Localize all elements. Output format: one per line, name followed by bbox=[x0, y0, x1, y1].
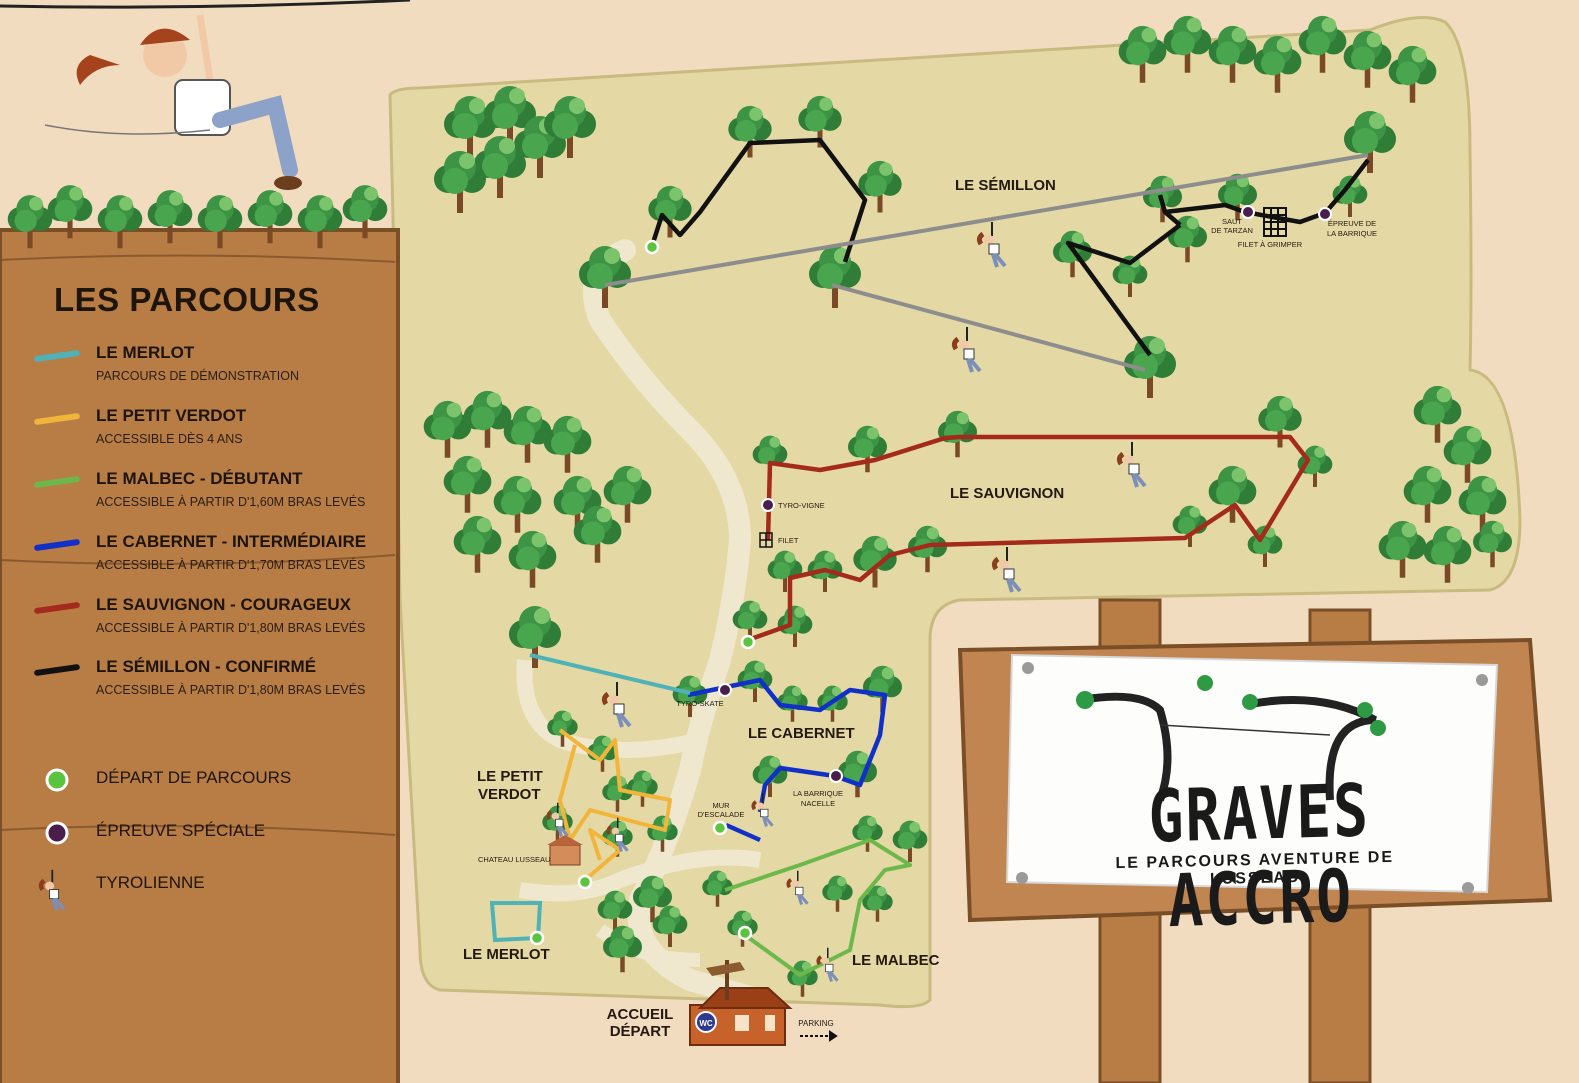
label-parking: PARKING bbox=[798, 1019, 833, 1028]
symbol-label: DÉPART DE PARCOURS bbox=[96, 768, 292, 787]
course-petit-verdot bbox=[558, 728, 672, 882]
accueil-cabin-icon bbox=[689, 987, 793, 1046]
label-malbec: LE MALBEC bbox=[852, 952, 940, 969]
filet-icon bbox=[759, 532, 773, 548]
label-cabernet: LE CABERNET bbox=[748, 725, 855, 742]
legend-board bbox=[0, 228, 400, 1083]
label-petit-verdot-2: VERDOT bbox=[478, 786, 541, 803]
label-tyro-skate: TYRO-SKATE bbox=[676, 699, 723, 708]
green-dot-icon bbox=[45, 768, 69, 792]
legend-course-sub: PARCOURS DE DÉMONSTRATION bbox=[96, 369, 300, 383]
legend-course-name: LE SÉMILLON - CONFIRMÉ bbox=[96, 657, 317, 676]
purple-dot-icon bbox=[45, 821, 69, 845]
label-barrique-1: ÉPREUVE DE bbox=[1328, 219, 1376, 228]
course-malbec bbox=[724, 838, 912, 977]
chateau-icon bbox=[547, 835, 583, 866]
label-filet: FILET bbox=[778, 536, 799, 545]
label-barrique-nacelle-2: NACELLE bbox=[801, 799, 835, 808]
legend-course-name: LE SAUVIGNON - COURAGEUX bbox=[96, 595, 352, 614]
course-semillon bbox=[649, 137, 1370, 357]
legend-course-name: LE PETIT VERDOT bbox=[96, 406, 247, 425]
legend-course-name: LE CABERNET - INTERMÉDIAIRE bbox=[96, 532, 367, 551]
label-barrique-nacelle-1: LA BARRIQUE bbox=[793, 789, 843, 798]
special-markers bbox=[718, 205, 1332, 783]
label-mur-1: MUR bbox=[712, 801, 730, 810]
parking-arrow-icon bbox=[800, 1030, 838, 1042]
symbol-label: TYROLIENNE bbox=[96, 873, 205, 892]
course-cabernet bbox=[687, 677, 888, 843]
label-chateau: CHATEAU LUSSEAU bbox=[478, 855, 550, 864]
label-barrique-2: LA BARRIQUE bbox=[1327, 229, 1377, 238]
label-accueil-2: DÉPART bbox=[610, 1023, 671, 1040]
zipliner-illustration bbox=[0, 0, 411, 190]
legend-title: LES PARCOURS bbox=[54, 281, 320, 318]
legend-course-sub: ACCESSIBLE À PARTIR D'1,60M BRAS LEVÉS bbox=[96, 495, 366, 509]
legend-course-name: LE MERLOT bbox=[96, 343, 195, 362]
wc-label: WC bbox=[699, 1019, 713, 1028]
start-markers bbox=[529, 239, 756, 946]
label-tyro-vigne: TYRO-VIGNE bbox=[778, 501, 825, 510]
park-sign bbox=[957, 598, 1553, 1083]
label-sauvignon: LE SAUVIGNON bbox=[950, 485, 1064, 502]
course-sauvignon bbox=[747, 434, 1311, 643]
label-mur-2: D'ESCALADE bbox=[698, 810, 745, 819]
label-filet-grimper: FILET À GRIMPER bbox=[1238, 240, 1303, 249]
filet-a-grimper-icon bbox=[1263, 207, 1287, 237]
legend-course-sub: ACCESSIBLE À PARTIR D'1,70M BRAS LEVÉS bbox=[96, 558, 366, 572]
legend-course-sub: ACCESSIBLE À PARTIR D'1,80M BRAS LEVÉS bbox=[96, 621, 366, 635]
forest-ground-top bbox=[388, 16, 1522, 1009]
label-merlot: LE MERLOT bbox=[463, 946, 550, 963]
label-accueil-1: ACCUEIL bbox=[607, 1006, 674, 1023]
legend-course-name: LE MALBEC - DÉBUTANT bbox=[96, 469, 303, 488]
symbol-label: ÉPREUVE SPÉCIALE bbox=[96, 821, 266, 840]
label-semillon: LE SÉMILLON bbox=[955, 177, 1056, 194]
label-saut-1: SAUT bbox=[1222, 217, 1242, 226]
ziplines-grey bbox=[604, 153, 1369, 372]
legend-course-sub: ACCESSIBLE DÈS 4 ANS bbox=[96, 432, 243, 446]
signpost-icon bbox=[706, 960, 745, 1000]
legend-course-sub: ACCESSIBLE À PARTIR D'1,80M BRAS LEVÉS bbox=[96, 683, 366, 697]
label-saut-2: DE TARZAN bbox=[1211, 226, 1253, 235]
zipline-figure-icon bbox=[30, 868, 80, 913]
label-petit-verdot-1: LE PETIT bbox=[477, 768, 543, 785]
